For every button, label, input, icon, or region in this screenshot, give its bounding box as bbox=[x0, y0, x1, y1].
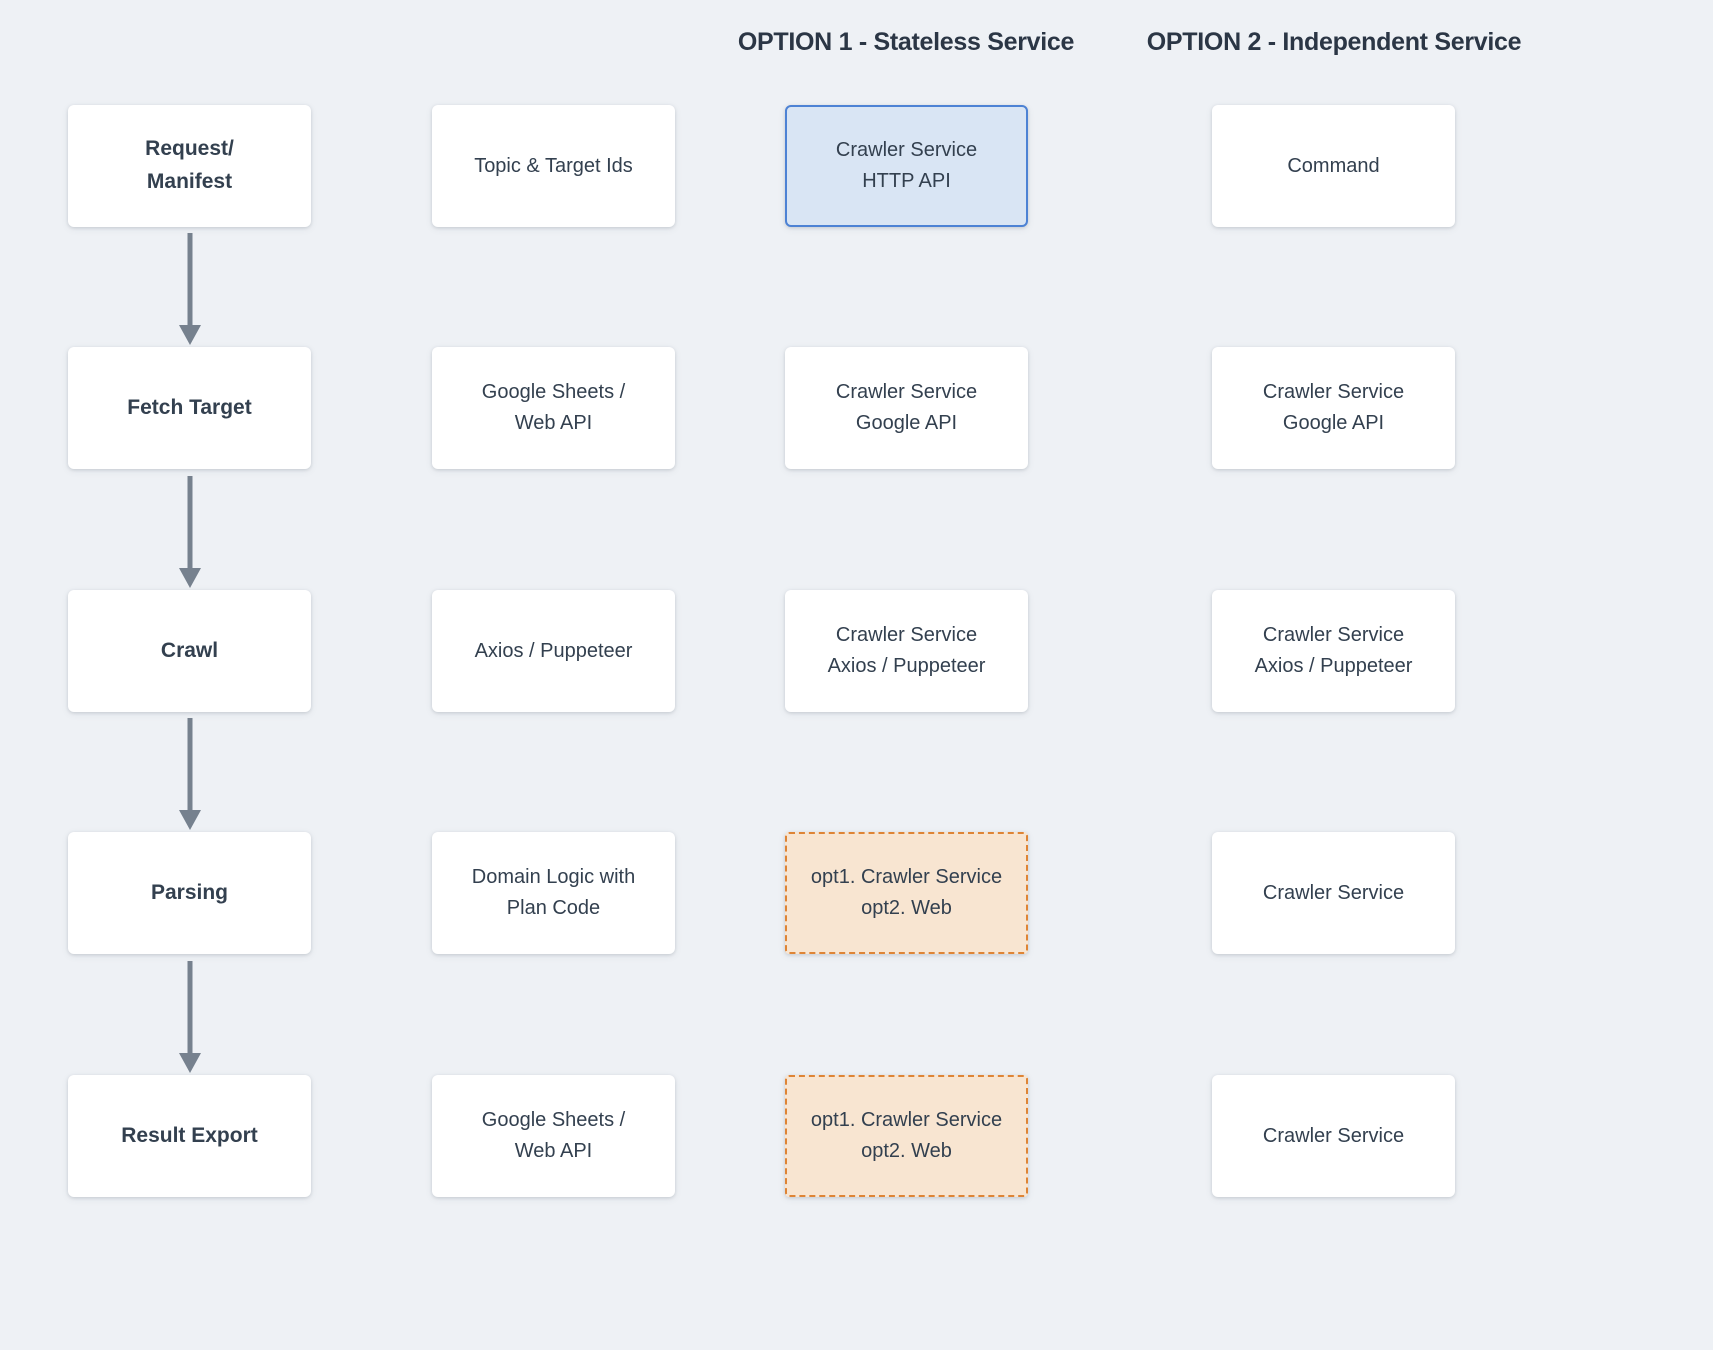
impl-box-google-sheets-web-api-export: Google Sheets / Web API bbox=[432, 1075, 675, 1197]
option1-box-export-options: opt1. Crawler Service opt2. Web bbox=[785, 1075, 1028, 1197]
option2-box-crawler-service-export: Crawler Service bbox=[1212, 1075, 1455, 1197]
option2-column-header: OPTION 2 - Independent Service bbox=[1146, 28, 1522, 56]
step-box-result-export: Result Export bbox=[68, 1075, 311, 1197]
option1-box-parsing-options: opt1. Crawler Service opt2. Web bbox=[785, 832, 1028, 954]
step-box-request-manifest: Request/ Manifest bbox=[68, 105, 311, 227]
option1-box-crawler-http-api: Crawler Service HTTP API bbox=[785, 105, 1028, 227]
step-box-parsing: Parsing bbox=[68, 832, 311, 954]
arrow-down-icon bbox=[177, 718, 203, 830]
option2-box-crawler-axios-puppeteer: Crawler Service Axios / Puppeteer bbox=[1212, 590, 1455, 712]
impl-box-domain-logic-plan-code: Domain Logic with Plan Code bbox=[432, 832, 675, 954]
arrow-down-icon bbox=[177, 476, 203, 588]
impl-box-axios-puppeteer: Axios / Puppeteer bbox=[432, 590, 675, 712]
impl-box-topic-target-ids: Topic & Target Ids bbox=[432, 105, 675, 227]
option2-box-command: Command bbox=[1212, 105, 1455, 227]
step-box-fetch-target: Fetch Target bbox=[68, 347, 311, 469]
option1-column-header: OPTION 1 - Stateless Service bbox=[737, 28, 1075, 56]
arrow-down-icon bbox=[177, 233, 203, 345]
arrow-down-icon bbox=[177, 961, 203, 1073]
option2-box-crawler-google-api: Crawler Service Google API bbox=[1212, 347, 1455, 469]
impl-box-google-sheets-web-api: Google Sheets / Web API bbox=[432, 347, 675, 469]
option2-box-crawler-service-parsing: Crawler Service bbox=[1212, 832, 1455, 954]
option1-box-crawler-google-api: Crawler Service Google API bbox=[785, 347, 1028, 469]
option1-box-crawler-axios-puppeteer: Crawler Service Axios / Puppeteer bbox=[785, 590, 1028, 712]
step-box-crawl: Crawl bbox=[68, 590, 311, 712]
